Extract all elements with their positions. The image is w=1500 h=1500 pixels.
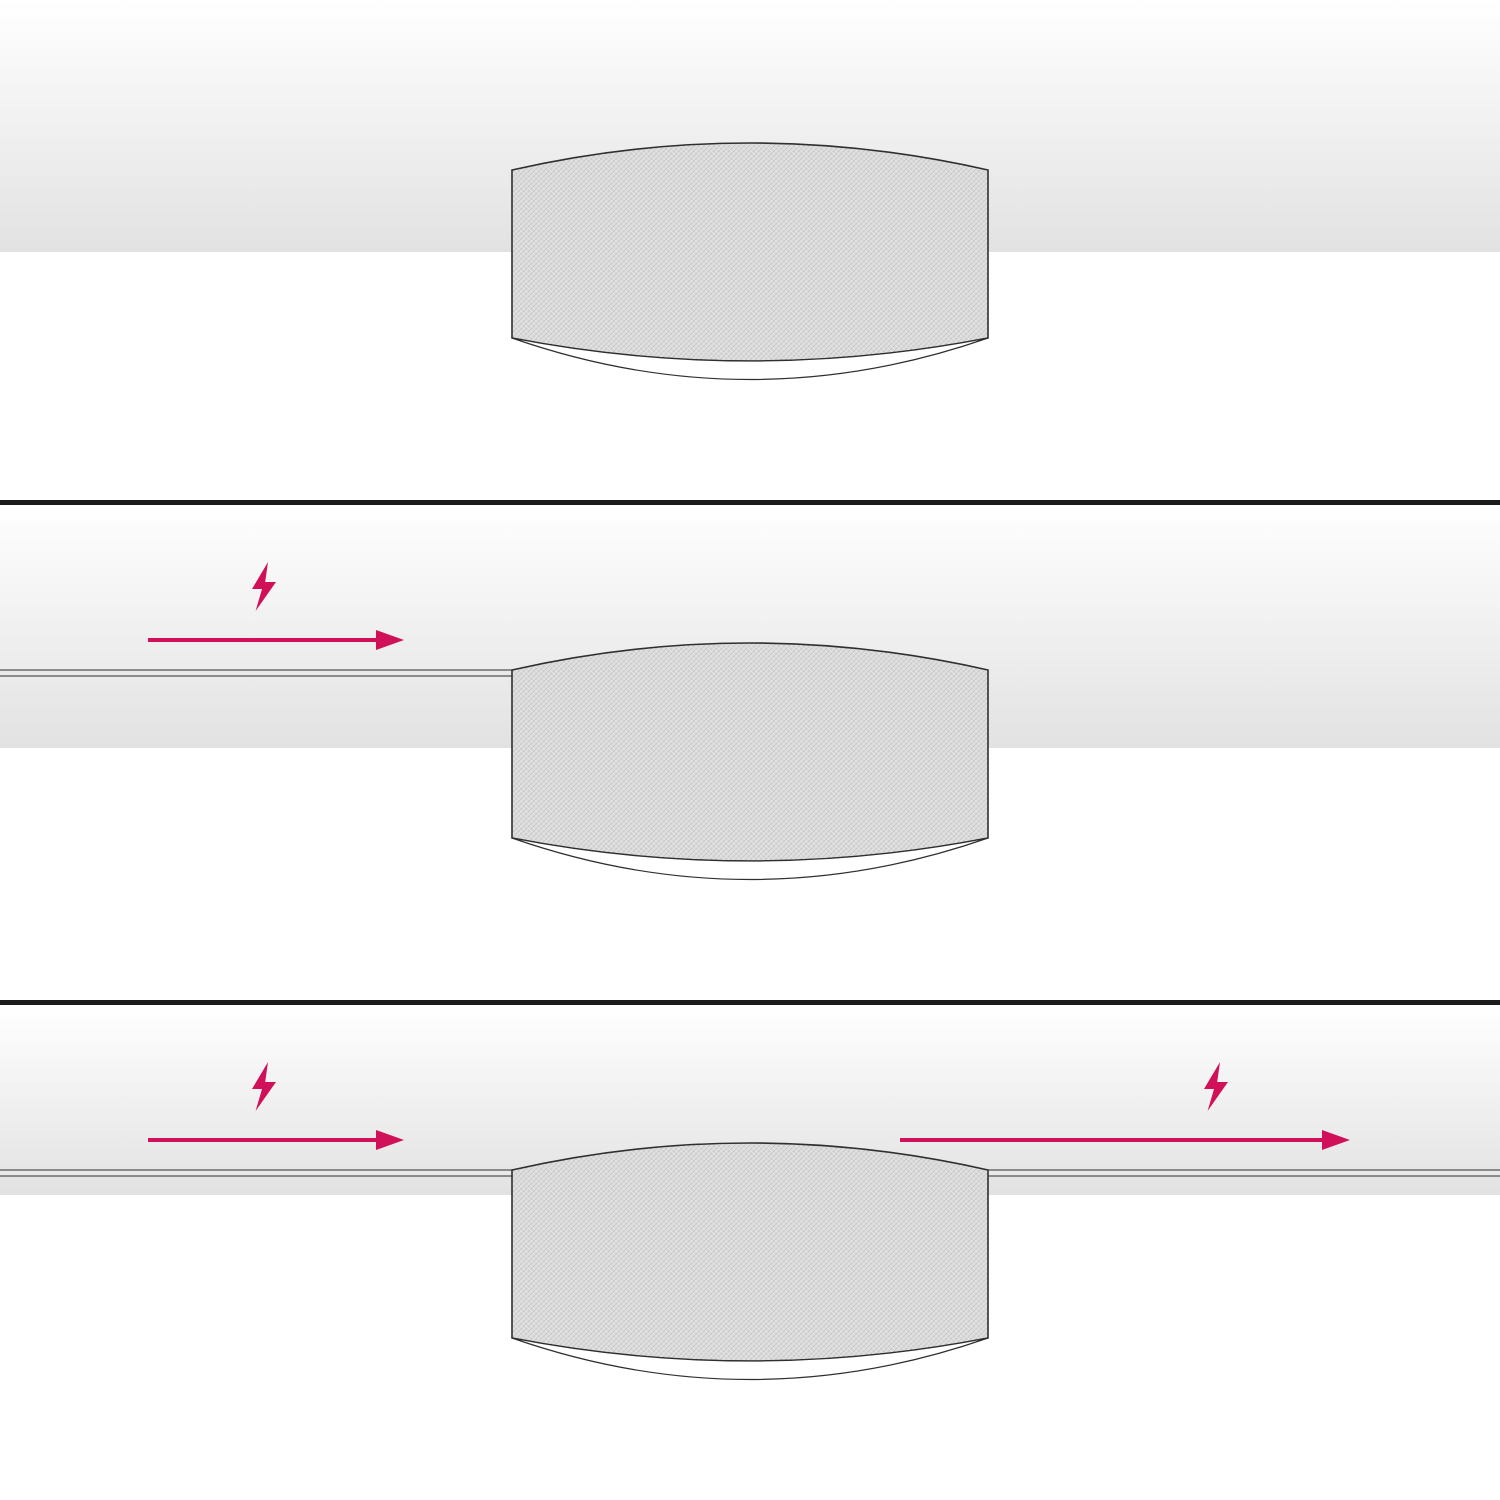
panel-divider (0, 500, 1500, 505)
current-flow-left (148, 1062, 404, 1150)
panel-lamp-no-cable (0, 0, 1500, 500)
panel-lamp-feed-left (0, 500, 1500, 1000)
arrow-head-icon (376, 1130, 404, 1150)
panel-divider (0, 1000, 1500, 1005)
power-cable-left (0, 669, 517, 677)
drum-lampshade (511, 142, 989, 381)
current-flow-left (148, 562, 404, 650)
power-cable-left (0, 1169, 517, 1177)
power-cable-right (983, 1169, 1500, 1177)
arrow-head-icon (376, 630, 404, 650)
panel-lamp-pass-through (0, 1000, 1500, 1500)
panel-illustration (0, 500, 1500, 881)
drum-lampshade (511, 642, 989, 881)
panel-illustration (0, 0, 1500, 381)
arrow-head-icon (1322, 1130, 1350, 1150)
drum-lampshade (511, 1142, 989, 1381)
current-flow-right (900, 1062, 1350, 1150)
panel-illustration (0, 1000, 1500, 1381)
